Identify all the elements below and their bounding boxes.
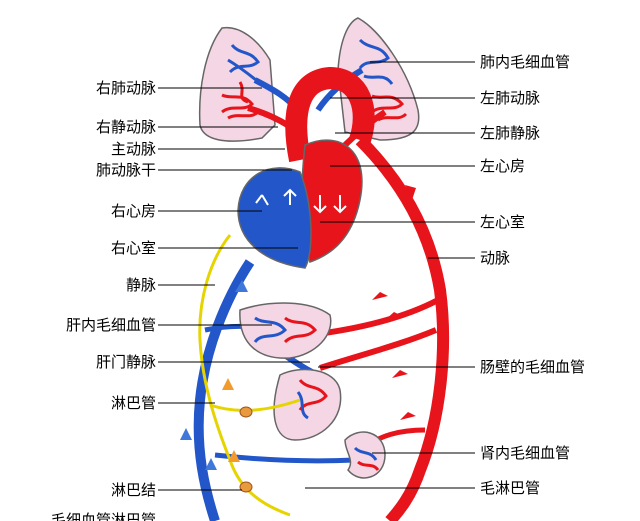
- label-liver-capillaries: 肝内毛细血管: [65, 316, 156, 334]
- lymph-vessel-intestine: [209, 398, 301, 412]
- flow-arrows-red: [372, 185, 416, 420]
- label-left-ventricle: 左心室: [480, 213, 526, 231]
- label-lymph-node: 淋巴结: [110, 481, 156, 499]
- label-right-vein-artery: 右静动脉: [95, 118, 156, 136]
- flow-arrows-blue: [180, 280, 248, 470]
- label-right-pulmonary-artery: 右肺动脉: [95, 79, 156, 97]
- vena-cava: [193, 259, 255, 521]
- heart-valve-arrows: [255, 188, 347, 214]
- intestine-capillaries: [296, 378, 328, 420]
- descending-aorta: [355, 135, 450, 521]
- lymph-vessel: [198, 234, 291, 517]
- kidney: [344, 431, 386, 479]
- label-hepatic-portal-vein: 肝门静脉: [95, 353, 156, 371]
- kidney-capillaries: [353, 446, 380, 472]
- liver-capillaries: [253, 316, 318, 344]
- label-left-pulmonary-artery: 左肺动脉: [480, 89, 541, 107]
- lymph-node-1: [239, 406, 253, 418]
- label-kidney-capillaries: 肾内毛细血管: [480, 444, 571, 462]
- label-right-atrium: 右心房: [110, 202, 156, 220]
- label-aorta: 主动脉: [110, 140, 156, 158]
- label-leader-lines: [158, 61, 475, 491]
- left-lung-capillaries: [358, 38, 408, 122]
- label-artery: 动脉: [480, 249, 511, 267]
- label-pulmonary-trunk: 肺动脉干: [95, 161, 156, 179]
- heart-right-side: [237, 167, 312, 269]
- label-right-ventricle: 右心室: [110, 239, 156, 257]
- aortic-arch: [285, 66, 375, 163]
- flow-arrows-orange: [222, 378, 240, 462]
- label-intestinal-capillaries: 肠壁的毛细血管: [480, 358, 586, 376]
- label-lymph-capillaries: 毛淋巴管: [480, 479, 541, 497]
- lymph-node-2: [239, 481, 253, 493]
- label-lung-capillaries: 肺内毛细血管: [480, 53, 571, 71]
- label-capillary-lymph-vessel: 毛细血管淋巴管: [50, 511, 156, 521]
- label-vein: 静脉: [125, 276, 156, 294]
- label-left-atrium: 左心房: [480, 157, 526, 175]
- label-lymph-vessel: 淋巴管: [110, 394, 156, 412]
- label-left-pulmonary-vein: 左肺静脉: [480, 124, 541, 142]
- artery-branch-intestine: [319, 327, 438, 371]
